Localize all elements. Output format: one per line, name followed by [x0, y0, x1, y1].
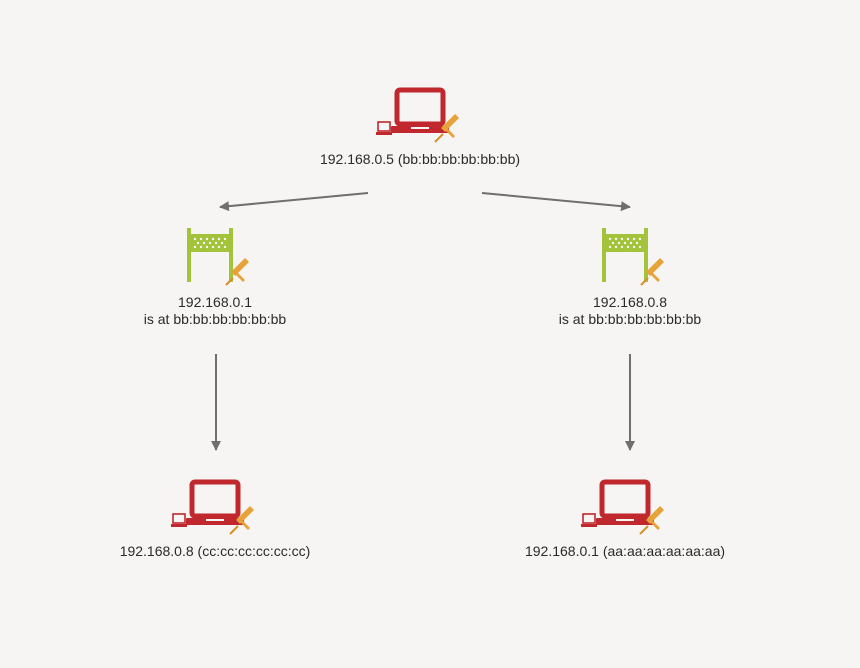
reply-left-mac: is at bb:bb:bb:bb:bb:bb	[143, 311, 287, 327]
laptop-icon	[581, 479, 664, 535]
reply-left-ip: 192.168.0.1	[178, 294, 252, 310]
reply-left-label: 192.168.0.1 is at bb:bb:bb:bb:bb:bb	[95, 294, 335, 328]
fence-icon	[187, 228, 249, 286]
pin-icon	[229, 506, 254, 535]
reply-right-label: 192.168.0.8 is at bb:bb:bb:bb:bb:bb	[510, 294, 750, 328]
victim-left-label: 192.168.0.8 (cc:cc:cc:cc:cc:cc)	[119, 543, 311, 559]
victim-right-label: 192.168.0.1 (aa:aa:aa:aa:aa:aa)	[524, 543, 726, 559]
arrow-attacker-to-reply-right	[481, 192, 631, 212]
laptop-icon	[171, 479, 254, 535]
pin-icon	[640, 258, 664, 286]
pin-icon	[225, 258, 249, 286]
node-reply-left[interactable]: 192.168.0.1 is at bb:bb:bb:bb:bb:bb	[95, 224, 335, 328]
arrow-attacker-to-reply-left	[219, 192, 369, 212]
pin-icon	[639, 506, 664, 535]
node-victim-right[interactable]: 192.168.0.1 (aa:aa:aa:aa:aa:aa)	[485, 474, 765, 560]
node-reply-right[interactable]: 192.168.0.8 is at bb:bb:bb:bb:bb:bb	[510, 224, 750, 328]
reply-right-mac: is at bb:bb:bb:bb:bb:bb	[558, 311, 702, 327]
attacker-label: 192.168.0.5 (bb:bb:bb:bb:bb:bb)	[319, 151, 521, 167]
node-victim-left[interactable]: 192.168.0.8 (cc:cc:cc:cc:cc:cc)	[75, 474, 355, 560]
pin-icon	[434, 114, 459, 143]
reply-right-ip: 192.168.0.8	[593, 294, 667, 310]
fence-icon	[602, 228, 664, 286]
laptop-icon	[376, 87, 459, 143]
node-attacker[interactable]: 192.168.0.5 (bb:bb:bb:bb:bb:bb)	[260, 82, 580, 168]
